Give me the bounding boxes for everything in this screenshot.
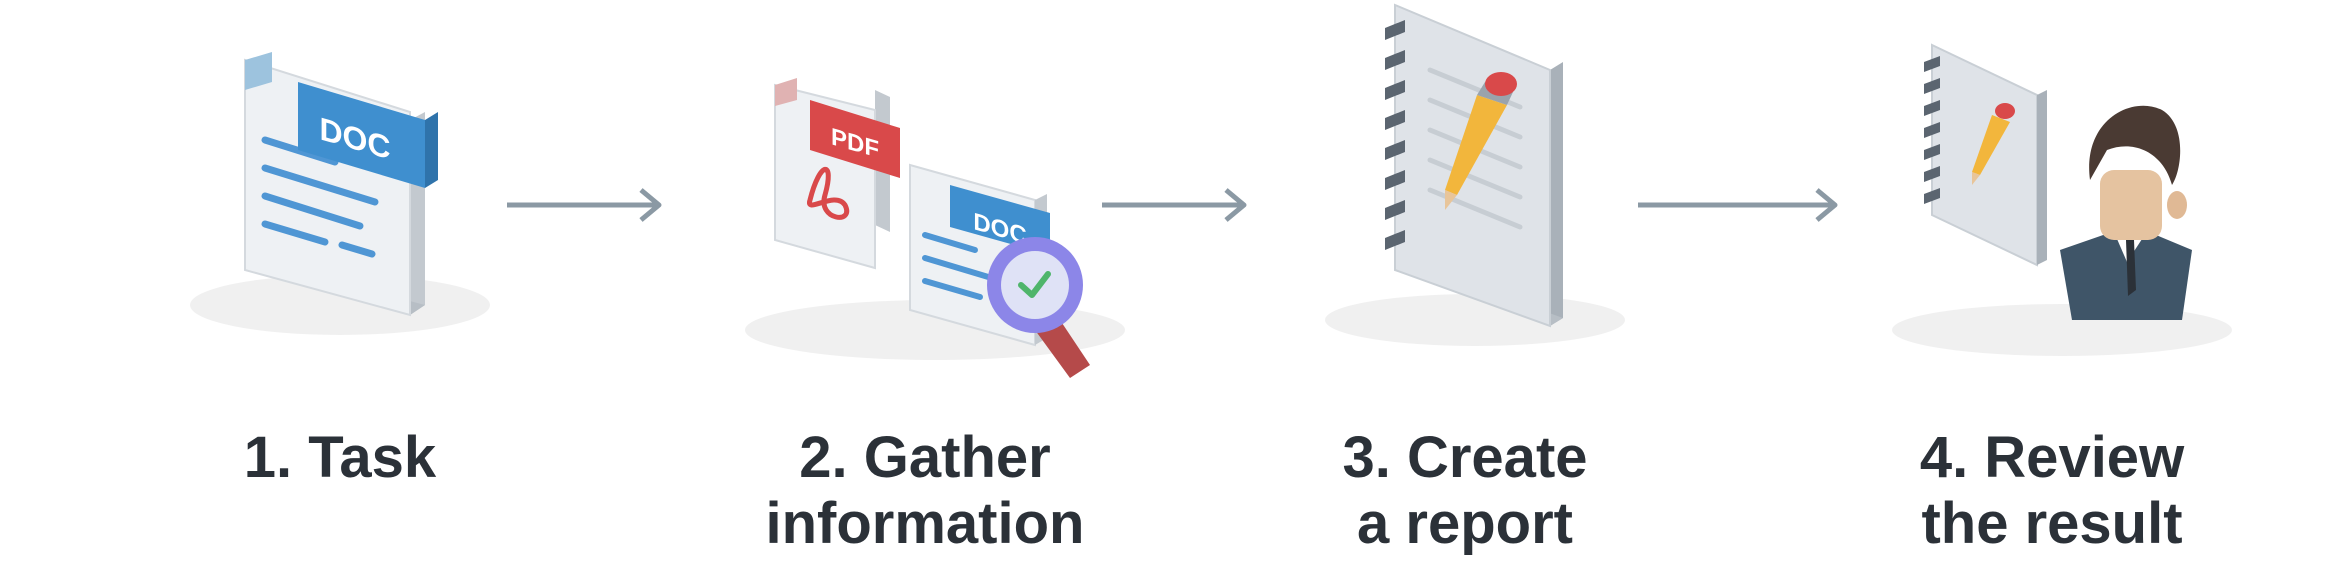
doc-file-illustration: DOC [190, 52, 490, 335]
step-1-line1: 1. Task [243, 425, 437, 490]
step-3-label: 3. Create a report [1245, 425, 1685, 557]
step-2-line2: information [765, 491, 1085, 556]
gather-illustration: PDF DOC [745, 78, 1125, 378]
step-task: DOC 1. Task [120, 0, 560, 568]
pdf-doc-search-icon: PDF DOC [705, 0, 1145, 400]
arrow-right-icon [1636, 185, 1841, 225]
step-4-label: 4. Review the result [1832, 425, 2272, 557]
step-review-result: 4. Review the result [1832, 0, 2272, 568]
step-4-line2: the result [1921, 491, 2183, 556]
notebook-illustration [1325, 3, 1625, 346]
step-3-line1: 3. Create [1342, 425, 1588, 490]
step-2-line1: 2. Gather [799, 425, 1051, 490]
arrow-right-icon [505, 185, 665, 225]
step-4-line1: 4. Review [1919, 425, 2185, 490]
reviewer-notebook-icon [1832, 0, 2272, 400]
step-2-label: 2. Gather information [705, 425, 1145, 557]
arrow-right-icon [1100, 185, 1250, 225]
reviewer-illustration [1892, 43, 2232, 356]
step-gather-information: PDF DOC 2. Gather info [705, 0, 1145, 568]
step-create-report: 3. Create a report [1245, 0, 1685, 568]
notebook-pencil-icon [1245, 0, 1685, 400]
doc-file-icon: DOC [120, 0, 560, 400]
step-3-line2: a report [1357, 491, 1573, 556]
step-1-label: 1. Task [120, 425, 560, 491]
